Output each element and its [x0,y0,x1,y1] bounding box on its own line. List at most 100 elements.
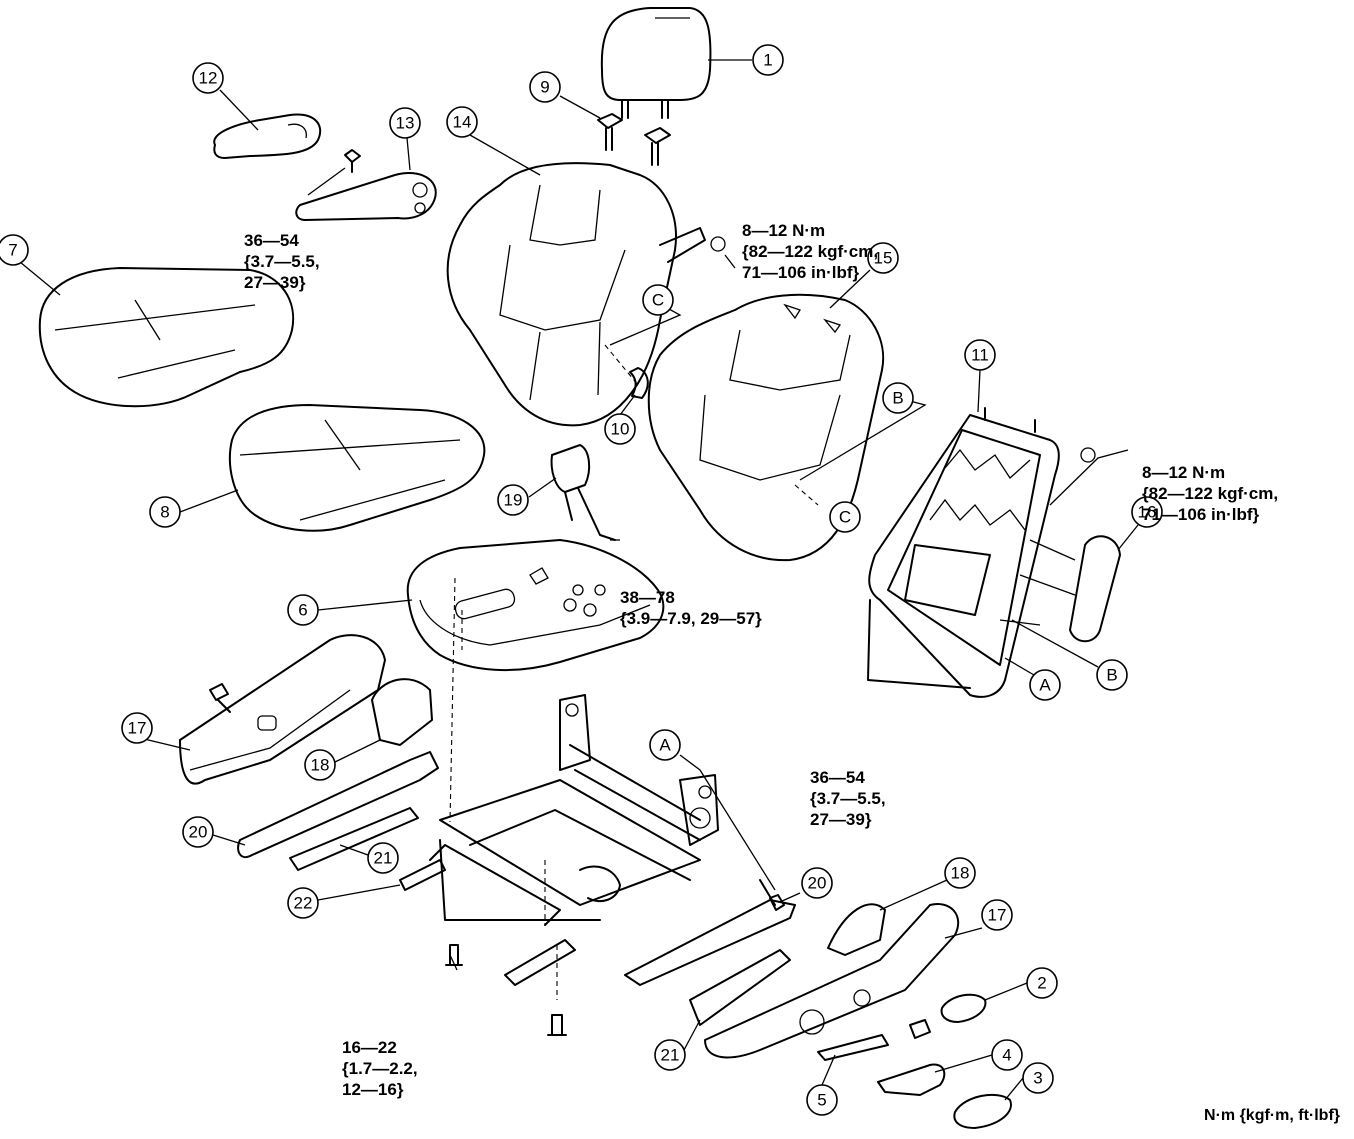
callout-12: 12 [192,62,224,94]
knob-2-part [940,993,987,1023]
seatback-trim [446,162,726,427]
svg-text:5: 5 [817,1091,826,1110]
callout-15: 15 [867,242,899,274]
torque-spec-rail-bolt: 16—22{1.7—2.2,12—16} [342,1038,418,1099]
knob-3-part [953,1093,1012,1129]
svg-text:1: 1 [763,51,772,70]
svg-text:19: 19 [504,491,523,510]
torque-spec-buckle-bolt: 38—78{3.9—7.9, 29—57} [620,588,762,628]
callout-A-frame: A [1029,669,1061,701]
callout-11: 11 [964,339,996,371]
cover-12-part [213,113,322,159]
clip-10-part [629,367,649,399]
callout-B-pad: B [882,382,914,414]
svg-text:22: 22 [294,894,313,913]
torque-spec-bracket-bolt: 36—54{3.7—5.5,27—39} [244,231,320,292]
lumbar-support-part [1069,535,1121,643]
callout-9: 9 [529,71,561,103]
svg-text:11: 11 [971,346,989,365]
callout-20-left: 20 [182,816,214,848]
callout-8: 8 [149,496,181,528]
callout-6: 6 [287,594,319,626]
svg-text:7: 7 [8,241,17,260]
svg-text:B: B [1106,666,1117,685]
bolt-part [547,1014,567,1036]
callout-B-frame: B [1096,659,1128,691]
cover-13-part [295,172,437,221]
svg-text:15: 15 [874,249,893,268]
torque-units-legend: N·m {kgf·m, ft·lbf} [1204,1107,1340,1124]
seat-belt-buckle-part [550,444,616,541]
callout-5: 5 [806,1084,838,1116]
seatback-pad [647,293,885,562]
callout-21-left: 21 [367,842,399,874]
svg-text:9: 9 [540,78,549,97]
callout-17-right: 17 [981,899,1013,931]
svg-text:2: 2 [1037,974,1046,993]
svg-text:4: 4 [1002,1046,1011,1065]
lever-4-part [877,1063,946,1096]
rail-cover-20-right [624,899,796,986]
rail-21-right [689,949,791,1026]
bolt-part [445,944,463,966]
svg-text:20: 20 [189,823,208,842]
svg-text:C: C [839,508,851,527]
seat-cushion-trim [228,404,486,532]
torque-spec-adjuster-bolt: 36—54{3.7—5.5,27—39} [810,768,886,829]
callout-7: 7 [0,234,29,266]
callout-C-trim: C [642,284,674,316]
torque-spec-frame-nut: 8—12 N·m{82—122 kgf·cm,71—106 in·lbf} [1142,463,1279,524]
callout-A-adjuster: A [649,729,681,761]
svg-text:21: 21 [374,849,393,868]
callout-18-left: 18 [304,749,336,781]
callout-17-left: 17 [121,712,153,744]
side-cover-18-left [371,678,433,746]
callout-20-right: 20 [801,867,833,899]
callout-C-pad: C [829,501,861,533]
callout-19: 19 [497,484,529,516]
callout-4: 4 [991,1039,1023,1071]
bezel-5-part [817,1034,889,1061]
svg-text:14: 14 [453,113,472,132]
callout-22: 22 [287,887,319,919]
svg-text:16: 16 [1138,503,1157,522]
svg-text:21: 21 [661,1046,680,1065]
headrest-part [600,7,712,119]
seat-cushion-pad [38,267,295,408]
callout-21-right: 21 [654,1039,686,1071]
svg-text:20: 20 [808,874,827,893]
svg-text:B: B [892,389,903,408]
callout-10: 10 [604,413,636,445]
svg-text:8: 8 [160,503,169,522]
callout-18-right: 18 [944,857,976,889]
torque-spec-seatback-nut: 8—12 N·m{82—122 kgf·cm,71—106 in·lbf} [742,221,879,282]
seatback-frame [867,407,1096,698]
svg-text:A: A [659,736,671,755]
callout-16: 16 [1131,496,1163,528]
svg-text:6: 6 [298,601,307,620]
svg-text:17: 17 [128,719,147,738]
rail-21-left [289,807,419,871]
headrest-guide-part [597,113,671,166]
callout-2: 2 [1026,967,1058,999]
svg-text:13: 13 [396,114,415,133]
svg-text:17: 17 [988,906,1007,925]
callout-1: 1 [752,44,784,76]
svg-text:18: 18 [311,756,330,775]
svg-text:A: A [1039,676,1051,695]
side-cover-17-left [179,634,386,785]
svg-text:3: 3 [1033,1069,1042,1088]
callout-13: 13 [389,107,421,139]
svg-text:10: 10 [611,420,630,439]
svg-text:12: 12 [199,69,218,88]
svg-text:C: C [652,291,664,310]
callout-14: 14 [446,106,478,138]
side-cover-17-right [704,903,960,1059]
seat-pan-part [406,539,665,672]
callout-3: 3 [1022,1062,1054,1094]
rail-cover-20-left [237,751,439,859]
side-cover-18-right [827,903,886,956]
seat-adjuster-frame [399,694,719,986]
